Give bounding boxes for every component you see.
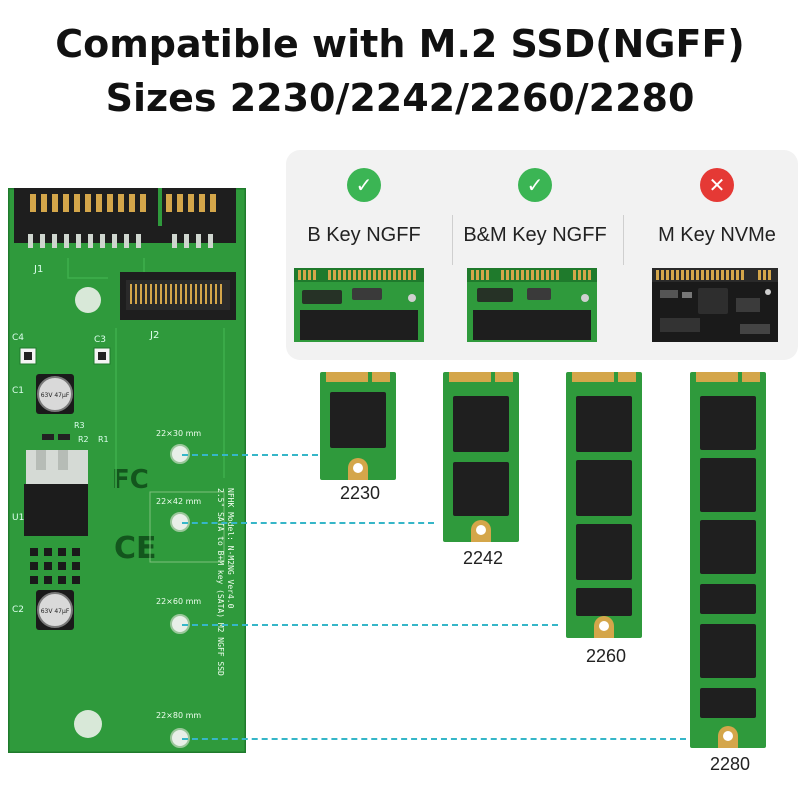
size-label-2260: 2260 — [585, 646, 627, 666]
ssd-2242 — [443, 372, 519, 542]
silk-j2: J2 — [149, 330, 159, 341]
silk-c3: C3 — [94, 335, 106, 345]
silk-r1: R1 — [98, 435, 109, 444]
ce-mark: CE — [114, 531, 157, 566]
check-icon: ✓ — [518, 168, 552, 202]
fcc-mark: FC — [112, 465, 149, 495]
silk-model: NFHK Model: N-M2NG Ver4.0 — [226, 488, 235, 609]
b-key-ssd-image — [294, 268, 424, 342]
cap2-marking: 63V 47μF — [41, 608, 70, 615]
check-icon: ✓ — [347, 168, 381, 202]
ssd-2260 — [566, 372, 642, 638]
panel-divider — [623, 215, 624, 265]
m2-slot — [120, 272, 236, 320]
headline-line-2: Sizes 2230/2242/2260/2280 — [105, 76, 695, 120]
leader-line-2260 — [182, 624, 558, 626]
panel-divider — [452, 215, 453, 265]
silk-c2: C2 — [12, 605, 24, 615]
key-label-m-key: M Key NVMe — [658, 224, 776, 246]
mark-22x42: 22×42 mm — [156, 497, 201, 506]
leader-line-2242 — [182, 522, 434, 524]
silk-u1: U1 — [12, 513, 24, 523]
mark-22x80: 22×80 mm — [156, 711, 201, 720]
mark-22x60: 22×60 mm — [156, 597, 201, 606]
sata-to-m2-adapter-board: J1 J2 C4 C3 C1 63V 47μF R3 R2 R1 — [8, 188, 246, 753]
compatibility-panel: ✓ B Key NGFF ✓ B&M Key NGFF — [286, 150, 798, 360]
headline-line-1: Compatible with M.2 SSD(NGFF) — [55, 22, 745, 66]
ssd-2280 — [690, 372, 766, 748]
ssd-2230 — [320, 372, 396, 480]
silk-description: 2.5" SATA to B+M key (SATA) M2 NGFF SSD — [216, 488, 225, 676]
silk-c1: C1 — [12, 386, 24, 396]
silk-j1: J1 — [33, 264, 43, 275]
leader-line-2280 — [182, 738, 686, 740]
key-label-bm-key: B&M Key NGFF — [463, 224, 607, 246]
cross-icon: ✕ — [700, 168, 734, 202]
silk-r2: R2 — [78, 435, 89, 444]
size-label-2242: 2242 — [462, 548, 504, 568]
size-label-2230: 2230 — [339, 483, 381, 503]
mark-22x30: 22×30 mm — [156, 429, 201, 438]
silk-r3: R3 — [74, 421, 85, 430]
silk-c4: C4 — [12, 333, 24, 343]
cap1-marking: 63V 47μF — [41, 392, 70, 399]
key-label-b-key: B Key NGFF — [307, 224, 421, 246]
m-key-nvme-ssd-image — [652, 268, 778, 342]
bm-key-ssd-image — [467, 268, 597, 342]
size-label-2280: 2280 — [709, 754, 751, 774]
leader-line-2230 — [182, 454, 318, 456]
